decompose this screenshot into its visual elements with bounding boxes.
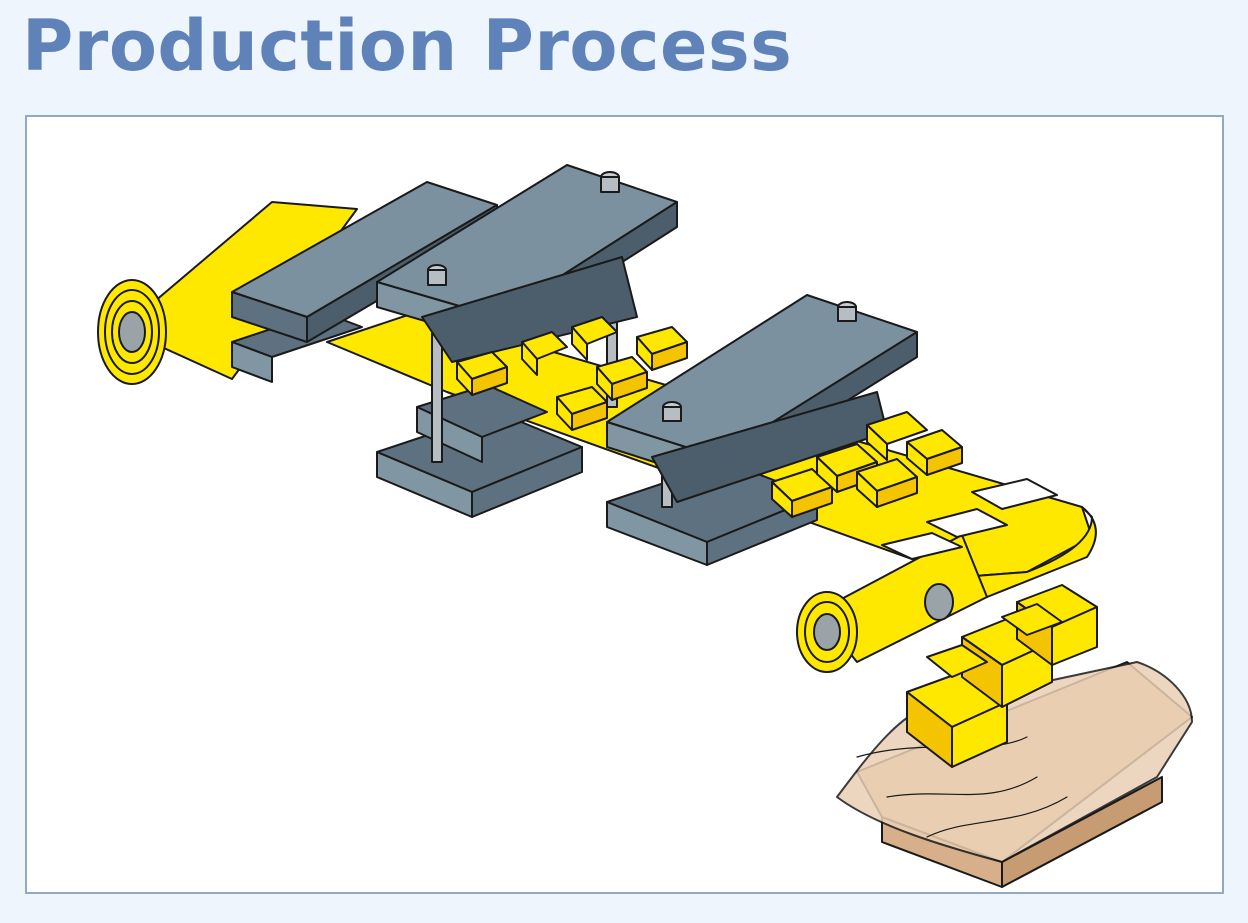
forming-press [231, 164, 678, 518]
page-title: Production Process [22, 5, 793, 87]
trimmed-trays [771, 411, 963, 518]
supply-roll [97, 279, 167, 385]
production-diagram [97, 164, 1193, 888]
diagram-frame [25, 115, 1224, 894]
tray-stacks [906, 584, 1098, 768]
formed-trays [456, 316, 688, 431]
web-cutouts [881, 478, 1058, 560]
takeup-roll [796, 583, 954, 673]
